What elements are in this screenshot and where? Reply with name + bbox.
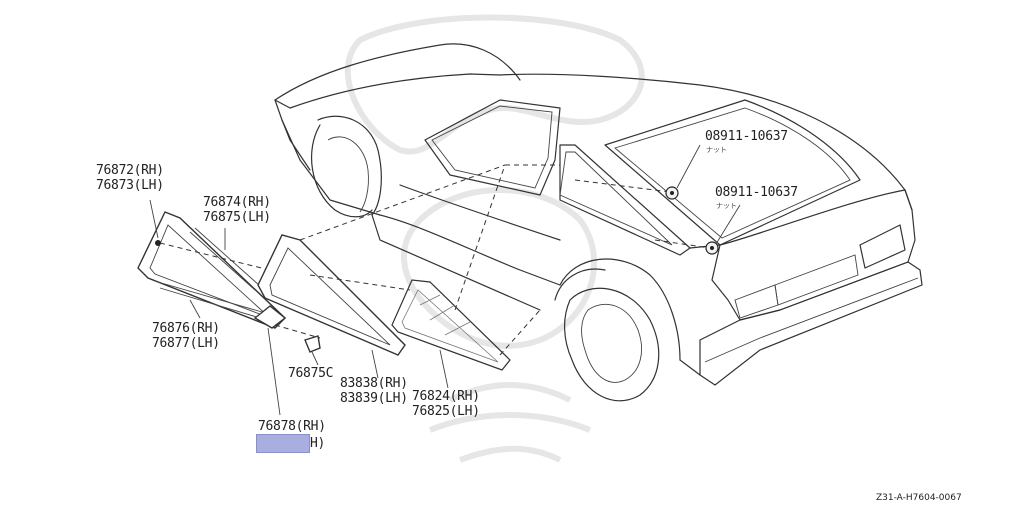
label-76875c: 76875C (288, 366, 334, 381)
part-76874-seal (189, 227, 261, 291)
diagram-reference-code: Z31-A-H7604-0067 (876, 493, 962, 503)
label-76878-lh-tail: H) (310, 436, 326, 451)
label-nut-lower: 08911-10637 (715, 185, 798, 200)
part-83838-frame (257, 164, 506, 379)
label-76874-rh: 76874(RH) (203, 195, 271, 210)
nut-upper-icon (574, 144, 701, 200)
redaction-box (256, 434, 310, 453)
label-76878-rh: 76878(RH) (258, 419, 326, 434)
part-76878-bracket (253, 305, 287, 416)
part-76876-strip (157, 281, 263, 319)
label-76825-lh: 76825(LH) (412, 404, 480, 419)
car-body-outline (274, 43, 923, 402)
clip-76875c-icon (274, 324, 321, 366)
label-76876-rh: 76876(RH) (152, 321, 220, 336)
label-nut-upper-kana: ナット (706, 146, 727, 154)
watermark-emblem (344, 14, 645, 463)
label-83838-rh: 83838(RH) (340, 376, 408, 391)
label-76872-rh: 76872(RH) (96, 163, 164, 178)
label-76877-lh: 76877(LH) (152, 336, 220, 351)
label-nut-lower-kana: ナット (716, 202, 737, 210)
label-nut-upper: 08911-10637 (705, 129, 788, 144)
label-76875-lh: 76875(LH) (203, 210, 271, 225)
label-83839-lh: 83839(LH) (340, 391, 408, 406)
label-76873-lh: 76873(LH) (96, 178, 164, 193)
part-76824-glass (391, 279, 511, 389)
label-76824-rh: 76824(RH) (412, 389, 480, 404)
nut-lower-icon (654, 204, 741, 255)
